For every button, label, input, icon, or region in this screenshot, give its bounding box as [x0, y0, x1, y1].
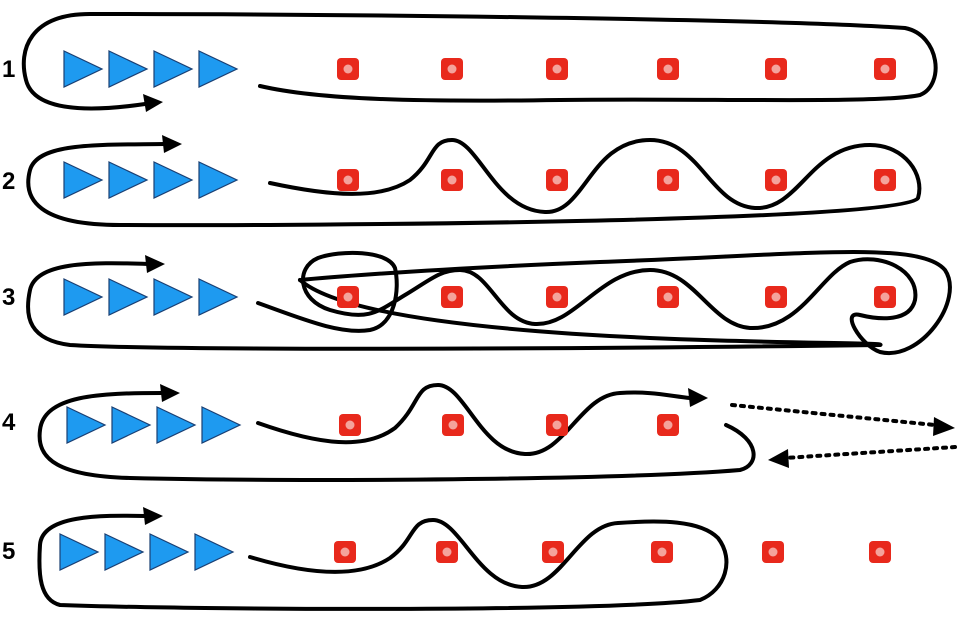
blue-triangle-icon: [63, 278, 104, 316]
cones: [334, 58, 896, 563]
red-cone-icon: [869, 541, 891, 563]
blue-triangle-icon: [149, 533, 190, 571]
row-2-path: [26, 135, 922, 228]
red-cone-icon: [546, 286, 568, 308]
red-cone-icon: [436, 541, 458, 563]
row-label-4: 4: [2, 409, 16, 436]
red-cone-icon: [337, 58, 359, 80]
row-1-arrow-icon: [143, 94, 163, 112]
red-cone-icon: [762, 541, 784, 563]
row-labels: 1 2 3 4 5: [2, 56, 16, 565]
red-cone-icon: [441, 58, 463, 80]
row-label-2: 2: [2, 168, 15, 195]
red-cone-icon: [546, 414, 568, 436]
blue-triangle-icon: [194, 533, 235, 571]
blue-triangle-icon: [153, 50, 194, 88]
sprint-out-line: [730, 403, 937, 427]
red-cone-icon: [765, 169, 787, 191]
red-cone-icon: [441, 169, 463, 191]
blue-triangle-icon: [59, 533, 100, 571]
sprint-out-arrow-icon: [933, 417, 955, 436]
red-cone-icon: [542, 541, 564, 563]
row-1-path: [21, 12, 938, 112]
row-3-arrow-icon: [145, 255, 165, 273]
red-cone-icon: [657, 169, 679, 191]
row-4-path: [37, 383, 957, 482]
red-cone-icon: [334, 541, 356, 563]
red-cone-icon: [337, 169, 359, 191]
blue-triangle-icon: [63, 161, 104, 199]
row-3-path: [26, 250, 952, 356]
blue-triangle-icon: [108, 50, 149, 88]
row-label-5: 5: [2, 538, 15, 565]
blue-triangle-icon: [201, 406, 242, 444]
red-cone-icon: [874, 286, 896, 308]
players: [59, 50, 242, 571]
red-cone-icon: [339, 414, 361, 436]
red-cone-icon: [546, 169, 568, 191]
red-cone-icon: [765, 286, 787, 308]
row-5-path: [37, 507, 729, 611]
red-cone-icon: [442, 414, 464, 436]
sprint-back-arrow-icon: [768, 449, 789, 468]
red-cone-icon: [657, 58, 679, 80]
row-4-arrow-icon: [160, 384, 180, 402]
blue-triangle-icon: [108, 278, 149, 316]
blue-triangle-icon: [153, 278, 194, 316]
blue-triangle-icon: [198, 161, 239, 199]
red-cone-icon: [657, 414, 679, 436]
blue-triangle-icon: [108, 161, 149, 199]
red-cone-icon: [337, 286, 359, 308]
red-cone-icon: [441, 286, 463, 308]
blue-triangle-icon: [198, 50, 239, 88]
red-cone-icon: [657, 286, 679, 308]
red-cone-icon: [874, 169, 896, 191]
red-cone-icon: [765, 58, 787, 80]
blue-triangle-icon: [198, 278, 239, 316]
row-label-3: 3: [2, 284, 15, 311]
red-cone-icon: [546, 58, 568, 80]
row-2-arrow-icon: [162, 135, 182, 153]
blue-triangle-icon: [104, 533, 145, 571]
blue-triangle-icon: [63, 50, 104, 88]
blue-triangle-icon: [156, 406, 197, 444]
red-cone-icon: [874, 58, 896, 80]
blue-triangle-icon: [153, 161, 194, 199]
row-label-1: 1: [2, 56, 15, 83]
row-4-arrow-icon-end: [688, 388, 708, 407]
row-5-arrow-icon: [143, 507, 163, 525]
sprint-back-line: [783, 445, 957, 460]
red-cone-icon: [651, 541, 673, 563]
blue-triangle-icon: [66, 406, 107, 444]
blue-triangle-icon: [111, 406, 152, 444]
